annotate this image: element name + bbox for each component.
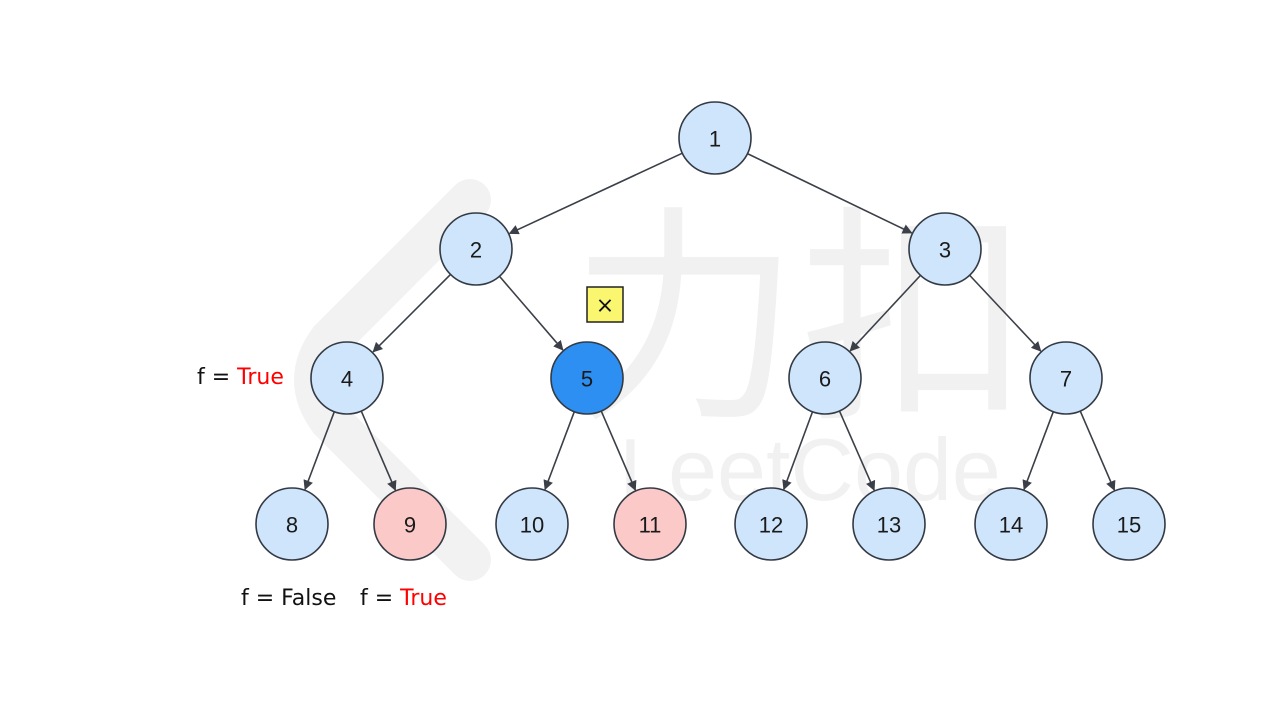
tree-node-2-circle <box>439 212 513 286</box>
tree-node-7-circle <box>1029 341 1103 415</box>
tree-node-14-circle <box>974 487 1048 561</box>
annotation-node4: f = True <box>197 367 284 389</box>
annotation-node9-prefix: f = <box>360 586 401 611</box>
edge-2-4 <box>372 273 452 353</box>
edge-3-7 <box>969 274 1042 352</box>
tree-node-3: 3 <box>908 212 982 286</box>
annotation-node8: f = False <box>241 588 336 610</box>
tree-node-6-circle <box>788 341 862 415</box>
tree-node-8-circle <box>255 487 329 561</box>
tree-node-11-circle <box>613 487 687 561</box>
edge-5-11 <box>600 410 637 491</box>
tree-node-13: 13 <box>852 487 926 561</box>
edge-4-8 <box>303 411 336 491</box>
tree-node-5-circle <box>550 341 624 415</box>
tree-node-10-label: 10 <box>520 513 544 538</box>
tree-node-13-label: 13 <box>877 513 901 538</box>
tree-node-15-circle <box>1092 487 1166 561</box>
tree-node-11-label: 11 <box>639 513 662 538</box>
edge-6-13 <box>838 410 876 492</box>
sticky-note-mark: × <box>596 294 614 319</box>
edge-7-15 <box>1079 410 1116 491</box>
tree-node-5-label: 5 <box>581 367 593 392</box>
tree-node-11: 11 <box>613 487 687 561</box>
edge-1-3 <box>747 152 913 234</box>
annotation-node4-value: True <box>237 365 284 390</box>
sticky-note-shape <box>586 286 624 323</box>
tree-node-13-circle <box>852 487 926 561</box>
edge-6-12 <box>782 411 814 491</box>
tree-node-8-label: 8 <box>286 513 298 538</box>
tree-node-14-label: 14 <box>999 513 1023 538</box>
watermark-text: LeetCode <box>619 420 1001 519</box>
edge-7-14 <box>1022 411 1055 491</box>
tree-node-7-label: 7 <box>1060 367 1072 392</box>
tree-node-6: 6 <box>788 341 862 415</box>
annotation-node9-value: True <box>400 586 447 611</box>
tree-node-14: 14 <box>974 487 1048 561</box>
tree-node-15: 15 <box>1092 487 1166 561</box>
tree-node-4-label: 4 <box>341 367 353 392</box>
edge-5-10 <box>543 411 576 491</box>
tree-node-4-circle <box>310 341 384 415</box>
tree-node-6-label: 6 <box>819 367 831 392</box>
sticky-note: × <box>586 286 624 323</box>
annotation-node9: f = True <box>360 588 447 610</box>
edges-layer <box>303 152 1116 492</box>
annotation-node4-prefix: f = <box>197 365 238 390</box>
tree-node-1-label: 1 <box>709 127 721 152</box>
tree-node-15-label: 15 <box>1117 513 1141 538</box>
tree-node-3-label: 3 <box>939 238 951 263</box>
edge-3-6 <box>849 274 922 352</box>
tree-node-2-label: 2 <box>470 238 482 263</box>
edge-4-9 <box>360 410 397 491</box>
edge-2-5 <box>498 275 564 351</box>
tree-node-10: 10 <box>495 487 569 561</box>
tree-node-12-circle <box>734 487 808 561</box>
tree-node-3-circle <box>908 212 982 286</box>
tree-node-9-circle <box>373 487 447 561</box>
tree-node-5: 5 <box>550 341 624 415</box>
tree-node-12-label: 12 <box>759 513 783 538</box>
tree-node-9: 9 <box>373 487 447 561</box>
tree-node-12: 12 <box>734 487 808 561</box>
tree-node-10-circle <box>495 487 569 561</box>
tree-node-1: 1 <box>678 101 752 175</box>
tree-node-4: 4 <box>310 341 384 415</box>
tree-node-2: 2 <box>439 212 513 286</box>
annotation-node8-prefix: f = False <box>241 586 337 611</box>
tree-node-7: 7 <box>1029 341 1103 415</box>
edge-1-2 <box>508 152 683 235</box>
tree-node-8: 8 <box>255 487 329 561</box>
tree-node-9-label: 9 <box>404 513 416 538</box>
tree-node-1-circle <box>678 101 752 175</box>
